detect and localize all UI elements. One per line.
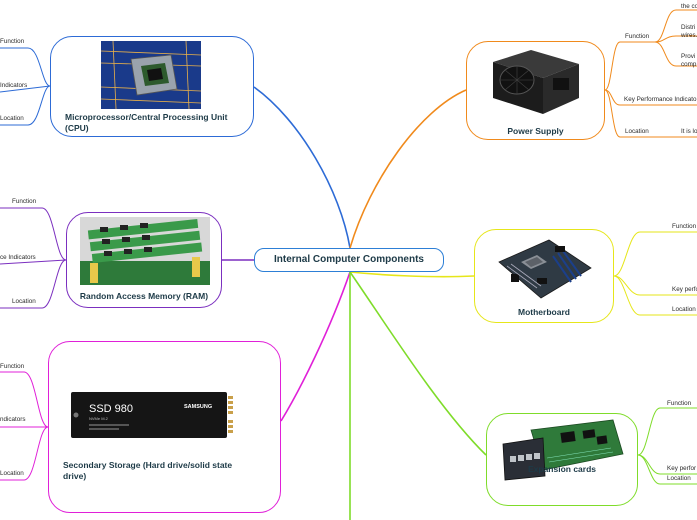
psu-detail-3: wires. [681, 32, 697, 39]
cpu-image [101, 41, 201, 109]
ssd-model-text: SSD 980 [89, 403, 133, 415]
ram-label-function: Function [12, 198, 37, 205]
cpu-label-indicators: Indicators [0, 82, 28, 89]
psu-image [487, 44, 583, 116]
branch-cpu [253, 86, 351, 249]
storage-label-indicators: ndicators [0, 416, 26, 423]
ram-title: Random Access Memory (RAM) [79, 291, 209, 301]
psu-label-function: Function [625, 33, 650, 40]
motherboard-node[interactable]: Motherboard [474, 229, 614, 323]
psu-detail-1: the co [681, 3, 697, 10]
expansion-title: Expansion cards [527, 464, 597, 474]
central-topic[interactable]: Internal Computer Components [254, 248, 444, 272]
cpu-label-function: Function [0, 38, 25, 45]
ssd-brand-text: SAMSUNG [184, 404, 212, 410]
ssd-sub-text: NVMe M.2 [89, 416, 109, 421]
storage-label-function: Function [0, 363, 25, 370]
psu-detail-4: Provi [681, 53, 696, 60]
ram-label-location: Location [12, 298, 36, 305]
ssd-image: SSD 980 NVMe M.2 SAMSUNG [71, 392, 235, 438]
motherboard-title: Motherboard [518, 307, 570, 317]
motherboard-label-kpi: Key perfo [672, 286, 697, 293]
ram-label-indicators: ce Indicators [0, 254, 36, 261]
motherboard-image [497, 238, 593, 300]
psu-title: Power Supply [507, 126, 564, 136]
psu-label-kpi: Key Performance Indicato [624, 96, 697, 103]
branch-storage [280, 271, 351, 422]
expansion-node[interactable]: Expansion cards [486, 413, 638, 506]
psu-detail-5: comp [681, 61, 697, 68]
motherboard-label-function: Function [672, 223, 697, 230]
expansion-label-kpi: Key perfor [667, 465, 697, 472]
expansion-image [501, 418, 625, 482]
cpu-title: Microprocessor/Central Processing Unit (… [65, 112, 228, 133]
storage-node[interactable]: SSD 980 NVMe M.2 SAMSUNG Secondary Stora… [48, 341, 281, 513]
branch-psu [349, 89, 467, 249]
psu-detail-2: Distri [681, 24, 696, 31]
branch-expansion [349, 271, 487, 456]
psu-node[interactable]: Power Supply [466, 41, 605, 140]
psu-detail-6: It is lo [681, 128, 697, 135]
cpu-label-location: Location [0, 115, 24, 122]
ram-node[interactable]: Random Access Memory (RAM) [66, 212, 222, 308]
expansion-label-function: Function [667, 400, 692, 407]
branch-motherboard [349, 271, 475, 278]
storage-title: Secondary Storage (Hard drive/solid stat… [63, 460, 233, 481]
psu-label-location: Location [625, 128, 649, 135]
motherboard-label-location: Location [672, 306, 696, 313]
cpu-node[interactable]: Microprocessor/Central Processing Unit (… [50, 36, 254, 137]
storage-label-location: Location [0, 470, 24, 477]
ram-image [80, 217, 210, 285]
expansion-label-location: Location [667, 475, 691, 482]
